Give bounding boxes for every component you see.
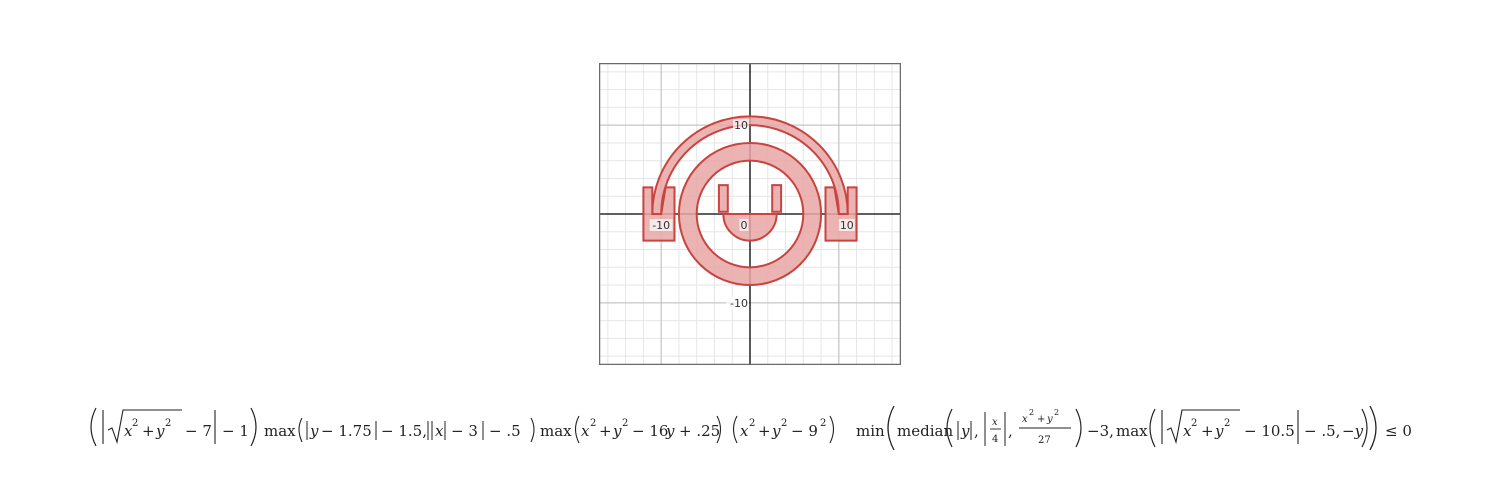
tick-labels: -10 10 0 10 -10 [649, 119, 855, 310]
exp-2: 2 [132, 418, 138, 429]
tick-label-bg [739, 219, 749, 231]
var-y: y [665, 422, 675, 440]
op-plus: + [758, 422, 771, 440]
eye [771, 184, 783, 213]
paren-open [946, 408, 953, 448]
term-minus-3: − 3 [451, 422, 478, 440]
term-minus-3: −3, [1087, 422, 1114, 440]
var-x: x [1022, 414, 1028, 425]
inequality-formula: x 2 + y 2 − 7 − 1 max y − 1.75 − 1.5, x … [90, 405, 1412, 451]
eye [717, 184, 729, 213]
fn-min: min [856, 422, 885, 440]
tick-label-x-pos: 10 [840, 219, 854, 232]
paren-open [90, 407, 97, 447]
paren-open [732, 415, 738, 444]
graph-border [599, 63, 901, 365]
paren-close [530, 417, 535, 443]
exp-2: 2 [590, 418, 596, 429]
term-minus-1.75: − 1.75 [321, 422, 372, 440]
term-minus-1.5: − 1.5, [381, 422, 427, 440]
var-x: x [992, 417, 998, 428]
var-y: y [1046, 414, 1053, 425]
tick-label-y-neg: -10 [730, 297, 748, 310]
exp-2: 2 [622, 418, 628, 429]
denominator-4: 4 [992, 434, 998, 445]
var-y: y [309, 422, 319, 440]
comma: , [1008, 422, 1013, 440]
paren-open [574, 415, 580, 444]
tick-label-bg [733, 119, 749, 132]
face-ring [677, 141, 823, 287]
tick-label-bg [838, 219, 855, 231]
paren-open [887, 405, 895, 451]
var-x: x [435, 422, 444, 440]
op-plus: + [142, 422, 155, 440]
tick-label-bg [726, 296, 749, 309]
fn-max: max [264, 422, 296, 440]
exp-2: 2 [165, 418, 171, 429]
var-y: y [960, 422, 970, 440]
term-minus-16: − 16 [632, 422, 668, 440]
exp-2: 2 [1029, 408, 1034, 417]
var-x: x [1183, 422, 1192, 440]
comma: , [974, 422, 979, 440]
paren-close [250, 407, 257, 447]
term-plus-.25: + .25 [679, 422, 720, 440]
op-plus: + [1201, 422, 1214, 440]
var-x: x [124, 422, 133, 440]
paren-close [1361, 408, 1368, 448]
fn-max: max [540, 422, 572, 440]
paren-close [716, 415, 722, 444]
term-minus-1: − 1 [222, 422, 249, 440]
exp-2: 2 [749, 418, 755, 429]
op-plus: + [599, 422, 612, 440]
exp-2: 2 [1191, 418, 1197, 429]
denominator-27: 27 [1038, 435, 1051, 446]
paren-open [1149, 408, 1156, 448]
paren-open [298, 417, 303, 443]
fn-max: max [1116, 422, 1148, 440]
tick-label-x-neg: -10 [652, 219, 670, 232]
term-minus-9: − 9 [791, 422, 818, 440]
exp-2: 2 [820, 418, 826, 429]
smile-mouth [722, 213, 778, 242]
tick-label-y-pos: 10 [734, 119, 748, 132]
term-minus-10.5: − 10.5 [1244, 422, 1295, 440]
leq-zero: ≤ 0 [1385, 422, 1412, 440]
fn-median: median [897, 422, 953, 440]
exp-2: 2 [781, 418, 787, 429]
var-y: y [771, 422, 781, 440]
var-x: x [581, 422, 590, 440]
tick-label-origin: 0 [741, 219, 748, 232]
exp-2: 2 [1054, 408, 1059, 417]
paren-close [829, 415, 835, 444]
tick-label-bg [649, 219, 673, 231]
sqrt-sign [1166, 409, 1240, 445]
op-plus: + [1037, 414, 1045, 425]
var-y: y [1214, 422, 1224, 440]
var-y: y [155, 422, 165, 440]
term-neg-y: −y [1342, 422, 1364, 440]
var-y: y [612, 422, 622, 440]
paren-close [1369, 405, 1377, 451]
exp-2: 2 [1224, 418, 1230, 429]
paren-close [1075, 408, 1082, 448]
graph-panel: -10 10 0 10 -10 [599, 63, 901, 365]
term-minus-.5: − .5 [489, 422, 521, 440]
var-x: x [740, 422, 749, 440]
sqrt-sign [107, 409, 182, 445]
term-minus-.5: − .5, [1304, 422, 1340, 440]
term-minus-7: − 7 [185, 422, 212, 440]
